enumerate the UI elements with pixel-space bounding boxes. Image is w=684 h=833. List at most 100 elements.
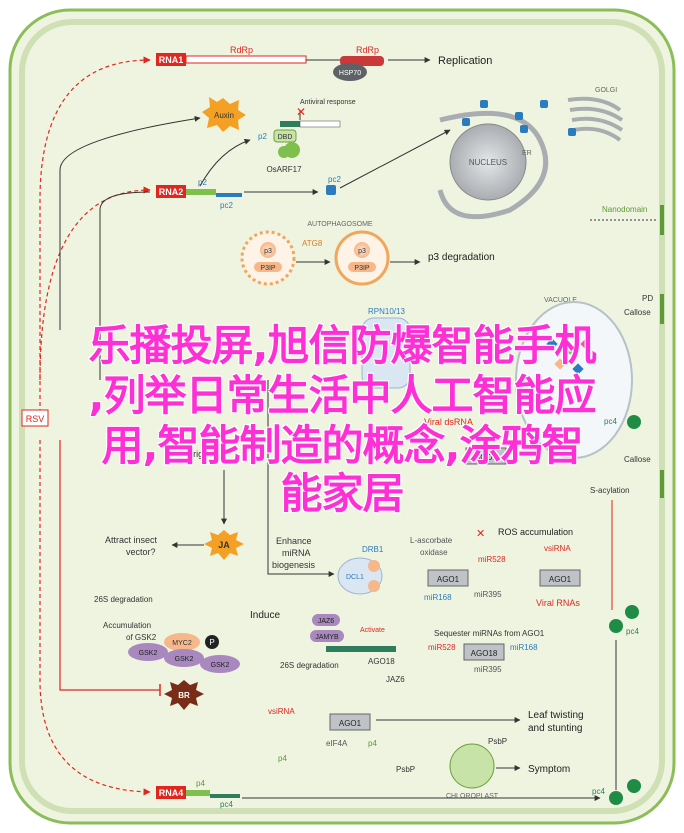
golgi-label: GOLGI xyxy=(595,87,617,94)
mir395-label: miR395 xyxy=(474,590,502,599)
callose-label: Callose xyxy=(624,308,651,317)
p3-right xyxy=(354,242,370,258)
rsv-dashed-path-rna4 xyxy=(39,440,151,796)
vsirna-label: vsiRNA xyxy=(544,544,571,553)
activate-label: Activate xyxy=(360,627,385,634)
p4c-label: p4 xyxy=(196,779,205,788)
ago18-bar xyxy=(326,646,396,652)
p3-right-label: p3 xyxy=(358,248,366,255)
viral-dsrna-label: Viral dsRNA xyxy=(424,417,473,427)
rna2-box xyxy=(156,185,186,198)
jamyb-protein xyxy=(310,630,344,642)
p2-bar xyxy=(186,189,216,195)
br-burst xyxy=(164,680,204,710)
pc4-c-label: pc4 xyxy=(220,800,233,809)
drb1-label: DRB1 xyxy=(362,545,384,554)
dbd-label: DBD xyxy=(278,134,293,141)
chloroplast-label: CHLOROPLAST xyxy=(446,793,499,800)
p3ip-right-label: P3IP xyxy=(354,265,370,272)
myc2-label: MYC2 xyxy=(172,640,192,647)
overlay-line-4: 能家居 xyxy=(280,469,404,518)
vacuole-label: VACUOLE xyxy=(544,297,577,304)
rsv-dashed-path-rna1 xyxy=(39,56,151,420)
pc4-b-label: pc4 xyxy=(626,627,639,636)
pc4-d-dot-1 xyxy=(609,791,623,805)
rdrp-bar xyxy=(185,55,307,64)
p2-osarf-label: p2 xyxy=(258,132,267,141)
hsp70-label: HSP70 xyxy=(339,70,361,77)
pc2-label-a: pc2 xyxy=(220,201,233,210)
leaf-twisting-label: Leaf twisting xyxy=(528,710,584,721)
rna4-box xyxy=(156,786,186,799)
rsv-path-br xyxy=(59,440,160,691)
mirna-label: miRNA xyxy=(282,548,311,558)
p3ip-left-label: P3IP xyxy=(260,265,276,272)
er-label: ER xyxy=(522,150,532,157)
enhance-mirna-label: Enhance xyxy=(276,536,312,546)
hsp70-protein xyxy=(333,63,367,81)
rsv-dashed-path-rna2 xyxy=(39,186,151,381)
mir528-label: miR528 xyxy=(478,555,506,564)
degradation-26s-b-label: 26S degradation xyxy=(280,661,339,670)
gsk2-a xyxy=(128,643,168,661)
symptom-label: Symptom xyxy=(528,764,570,775)
pc4-d-label: pc4 xyxy=(592,787,605,796)
dna-bar-light xyxy=(299,120,341,128)
replication-label: Replication xyxy=(438,55,492,67)
s-acylation-label: S-acylation xyxy=(590,486,630,495)
jaz6-protein xyxy=(312,614,340,626)
jamyb-label: JAMYB xyxy=(315,634,339,641)
dbd-box xyxy=(273,129,297,143)
dcl1-label: DCL1 xyxy=(346,574,364,581)
ago1-box-bottom xyxy=(329,713,371,731)
pc4-b-dot-2 xyxy=(609,619,623,633)
nanodomain-label: Nanodomain xyxy=(602,205,647,214)
ros-block: ✕ xyxy=(476,528,485,540)
mir168-label: miR168 xyxy=(424,593,452,602)
pc2-bar xyxy=(216,193,242,197)
ago1-box-mid xyxy=(427,569,469,587)
nanodomain-bar xyxy=(660,205,664,235)
mir528b-label: miR528 xyxy=(428,643,456,652)
p2-up-path xyxy=(99,191,151,380)
psbp2-label: PsbP xyxy=(488,737,507,746)
nucleus-label: NUCLEUS xyxy=(469,158,507,167)
pc4-d-dot-2 xyxy=(627,779,641,793)
ago1-right-label: AGO1 xyxy=(549,575,572,584)
auxin-burst xyxy=(202,97,246,132)
ago18-box xyxy=(463,643,505,661)
vacuole xyxy=(515,301,633,459)
ja-burst xyxy=(204,530,244,560)
gsk2-b xyxy=(164,649,204,667)
eif4a-label: eIF4A xyxy=(326,739,348,748)
of-gsk2-label: of GSK2 xyxy=(126,633,157,642)
l-ascorbate-label: L-ascorbate xyxy=(410,536,453,545)
trigger-label: Trigger xyxy=(188,449,216,459)
ros-accumulation-label: ROS accumulation xyxy=(498,527,573,537)
p-badge xyxy=(205,635,219,649)
br-label: BR xyxy=(178,691,190,700)
p3ip-right xyxy=(348,262,376,272)
overlay-line-1: 乐播投屏,旭信防爆智能手机 xyxy=(88,321,597,370)
jaz6-b-label: JAZ6 xyxy=(386,675,405,684)
autophagosome-label: AUTOPHAGOSOME xyxy=(307,221,373,228)
callose-bar-2 xyxy=(660,470,664,498)
p2-to-osarf-path xyxy=(199,138,251,187)
auxin-label: Auxin xyxy=(214,111,234,120)
pc2-label-b: pc2 xyxy=(328,175,341,184)
p-badge-label: P xyxy=(209,638,214,647)
p4-bar xyxy=(186,790,210,796)
enhance-path xyxy=(267,380,335,577)
p4b-label: p4 xyxy=(368,739,377,748)
overlay-line-2: ,列举日常生活中人工智能应 xyxy=(88,371,597,420)
nucleus xyxy=(449,123,527,201)
pc2-protein xyxy=(326,185,336,195)
golgi-shape xyxy=(567,96,624,142)
gsk2-c-label: GSK2 xyxy=(211,662,230,669)
rdrp-label: RdRp xyxy=(230,45,253,55)
antiviral-label: Antiviral response xyxy=(300,99,356,106)
pc4-a-dot xyxy=(627,415,641,429)
rsv-label: RSV xyxy=(26,414,45,424)
pd-label: PD xyxy=(642,294,653,303)
proteasome xyxy=(361,317,411,389)
